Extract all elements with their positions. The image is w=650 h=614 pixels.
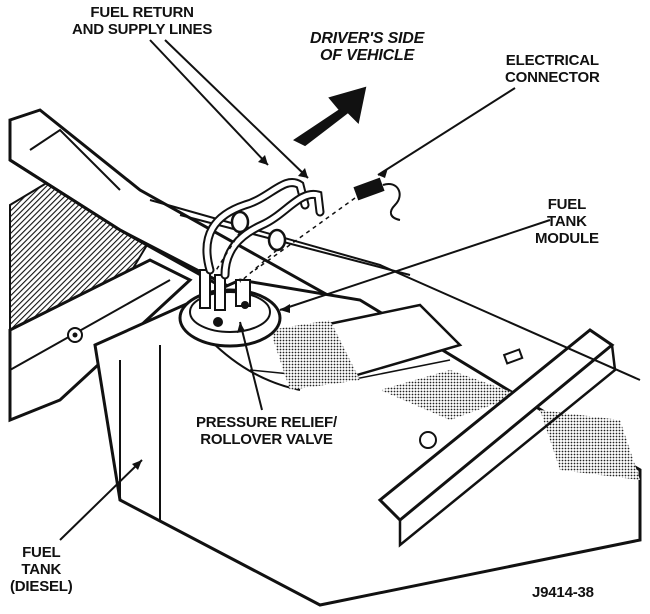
arrow-up-right-icon xyxy=(293,86,367,147)
label-drivers-side: DRIVER'S SIDE OF VEHICLE xyxy=(310,30,425,64)
leader-module xyxy=(279,219,551,311)
figure-id: J9414-38 xyxy=(532,584,594,601)
leader-fuel-lines-2 xyxy=(164,39,309,179)
tank-shading-3 xyxy=(540,410,640,480)
leader-pressure-relief xyxy=(239,321,263,411)
label-fuel-lines: FUEL RETURN AND SUPPLY LINES xyxy=(72,4,213,38)
rear-frame xyxy=(149,199,641,381)
label-fuel-tank-module: FUEL TANK MODULE xyxy=(535,196,599,247)
leader-electrical xyxy=(377,87,516,176)
label-pressure-relief: PRESSURE RELIEF/ ROLLOVER VALVE xyxy=(196,414,337,448)
leader-fuel-lines-1 xyxy=(149,39,269,166)
electrical-connector xyxy=(353,177,401,221)
leader-fuel-tank xyxy=(59,459,143,541)
tank-shading-2 xyxy=(380,370,520,420)
tank-shading-1 xyxy=(270,320,360,390)
fuel-tank-body xyxy=(93,278,642,607)
label-fuel-tank: FUEL TANK (DIESEL) xyxy=(10,544,73,595)
label-electrical-connector: ELECTRICAL CONNECTOR xyxy=(505,52,600,86)
